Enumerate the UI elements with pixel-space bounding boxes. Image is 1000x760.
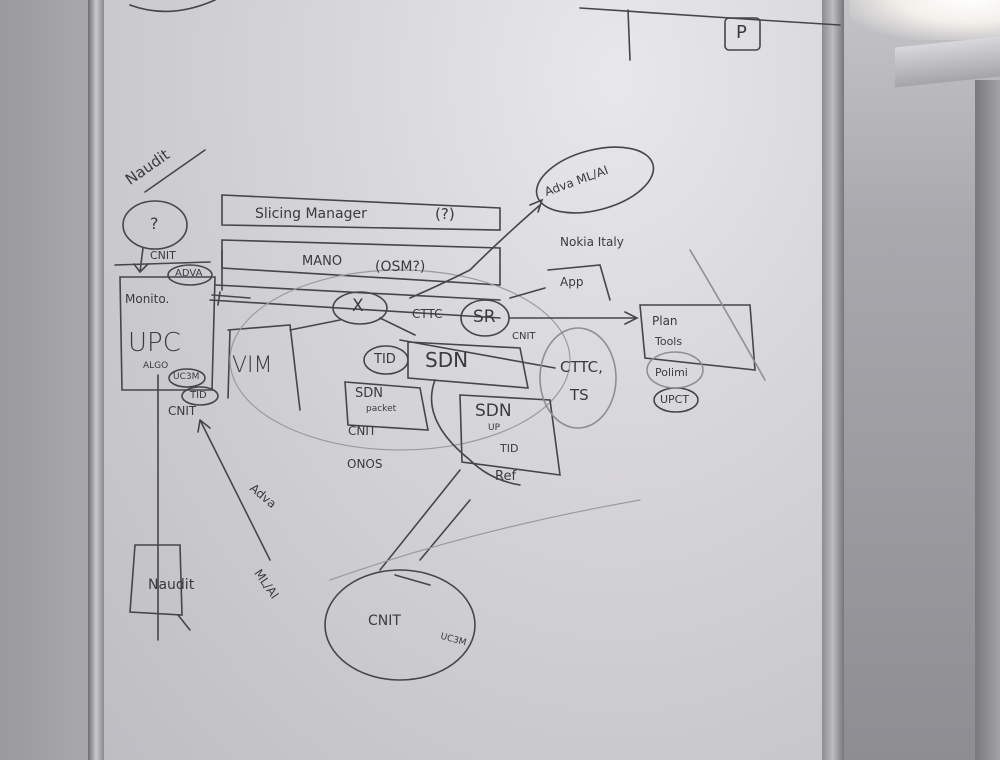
cttc-circle (539, 327, 617, 429)
label-app: App (560, 275, 584, 289)
whiteboard-frame-right (822, 0, 844, 760)
label-sdn-packet: SDN (355, 386, 383, 401)
label-ts: TS (570, 386, 589, 404)
adva-circle (167, 264, 213, 286)
label-naudit-bottom: Naudit (148, 577, 195, 593)
sdn-box (407, 341, 529, 389)
label-upc: UPC (128, 328, 181, 358)
label-cnit-3: CNIT (512, 331, 536, 342)
label-slicing-manager: Slicing Manager (255, 206, 367, 222)
arrow-x-to-sdn (379, 317, 416, 336)
label-nokia-italy: Nokia Italy (560, 235, 624, 249)
label-question: ? (150, 214, 159, 233)
cnit-bottom-ellipse (324, 569, 476, 681)
app-box (547, 264, 611, 301)
adva-ml-ellipse (535, 146, 655, 214)
label-upct: UPCT (660, 393, 690, 406)
label-sdn: SDN (425, 348, 469, 372)
ceiling-light (850, 0, 1000, 40)
stroke-top-arc (129, 0, 216, 13)
label-sdn-up: SDN (475, 401, 512, 421)
arrow-mlai-to-cnit (197, 419, 271, 561)
label-x: X (352, 296, 364, 316)
wall-left (0, 0, 92, 760)
label-vim: VIM (232, 353, 273, 378)
label-osm: (OSM?) (375, 259, 426, 275)
x-circle-outline (332, 291, 388, 325)
label-polimi: Polimi (655, 366, 688, 379)
p-box-outline (724, 17, 761, 51)
label-cttc: CTTC (412, 307, 443, 321)
label-ref: Ref (495, 469, 517, 484)
label-p-box: P (736, 22, 747, 43)
label-cttc-ts: CTTC, (560, 358, 603, 376)
faint-ellipse (229, 269, 571, 451)
label-cnit-4: CNIT (348, 424, 377, 438)
vim-box (227, 324, 301, 411)
mano-box (221, 239, 501, 286)
arrow-question-down (133, 247, 149, 274)
monitor-arrow-x (211, 291, 251, 306)
label-onos: ONOS (347, 457, 383, 471)
label-plan: Plan (652, 314, 678, 328)
ref-squiggle (430, 379, 521, 486)
label-cnit-1: CNIT (150, 249, 176, 262)
arrow-to-cttc (399, 339, 556, 369)
label-adva: ADVA (175, 268, 203, 279)
label-packet: packet (366, 404, 397, 414)
arrow-to-adva-ml (409, 198, 544, 299)
naudit-underline (144, 149, 206, 193)
wall-right (844, 0, 1000, 760)
label-slicing-question: (?) (435, 205, 455, 223)
tid-circle-1 (181, 386, 219, 406)
sr-circle-outline (460, 299, 510, 337)
lines-to-ref (379, 469, 471, 571)
door-frame (975, 80, 1000, 760)
stroke-top-line (579, 7, 841, 26)
label-mano: MANO (302, 254, 343, 269)
label-uc3m: UC3M (173, 372, 200, 382)
label-tools: Tools (655, 335, 683, 348)
question-circle-outline (122, 200, 188, 250)
stroke-top-vert (627, 9, 631, 61)
label-tid-3: TID (500, 442, 519, 455)
arrow-sr-plan (509, 311, 639, 325)
label-tid-1: TID (190, 390, 207, 401)
label-cnit-bottom: CNIT (368, 613, 401, 629)
label-cnit-2: CNIT (168, 404, 197, 418)
sdn-up-box (459, 394, 561, 476)
label-monitor: Monito. (125, 292, 170, 306)
slicing-manager-box (221, 194, 501, 231)
label-sr: SR (473, 307, 496, 327)
sdn-packet-box (344, 381, 429, 431)
whiteboard-frame-left (88, 0, 104, 760)
naudit-bottom-box (129, 544, 183, 616)
label-tid-2: TID (374, 352, 396, 367)
whiteboard (104, 0, 834, 760)
uc3m-circle (168, 368, 206, 388)
plan-tools-box (639, 304, 756, 371)
label-up: UP (488, 423, 501, 433)
label-algo: ALGO (143, 361, 169, 371)
